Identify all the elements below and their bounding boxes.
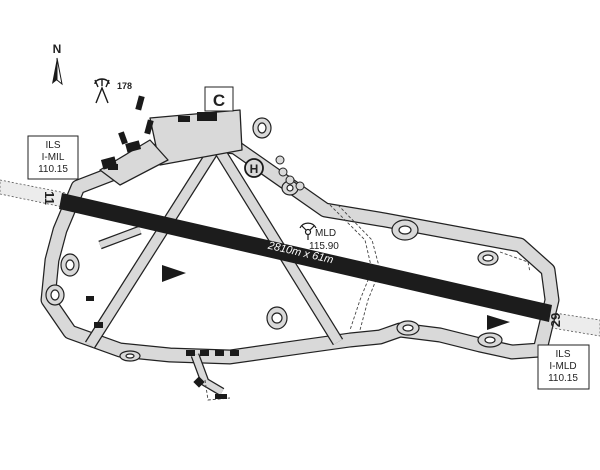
- obstacle-icon: [94, 78, 110, 104]
- north-label: N: [53, 42, 62, 56]
- buildings: [86, 95, 239, 399]
- vor-icon: [299, 222, 317, 240]
- ils-box-west: ILS I-MIL 110.15: [27, 135, 79, 180]
- runway-designator-11: 11: [42, 191, 57, 205]
- control-tower-marker: C: [204, 86, 234, 112]
- north-arrow-icon: [52, 57, 63, 86]
- ils-east-ident: I-MLD: [549, 361, 576, 372]
- obstacle-elevation: 178: [117, 81, 132, 91]
- runway-designator-29: 29: [548, 313, 563, 327]
- heliport-letter: H: [250, 162, 259, 176]
- vor-frequency: 115.90: [309, 241, 339, 252]
- ils-east-title: ILS: [555, 349, 570, 360]
- heliport-icon: H: [244, 158, 264, 178]
- windsock-east-icon: [487, 315, 510, 330]
- ils-west-ident: I-MIL: [42, 152, 65, 163]
- parking-stands: [275, 155, 305, 191]
- control-tower-letter: C: [213, 91, 225, 110]
- ils-west-title: ILS: [45, 140, 60, 151]
- vor-ident: MLD: [315, 228, 336, 239]
- wind-indicators: [162, 265, 510, 330]
- windsock-west-icon: [162, 265, 186, 282]
- ils-west-frequency: 110.15: [38, 164, 68, 175]
- ils-box-east: ILS I-MLD 110.15: [537, 344, 590, 390]
- taxiway-network: [40, 109, 560, 396]
- turn-loops: [45, 117, 503, 362]
- ils-east-frequency: 110.15: [548, 373, 578, 384]
